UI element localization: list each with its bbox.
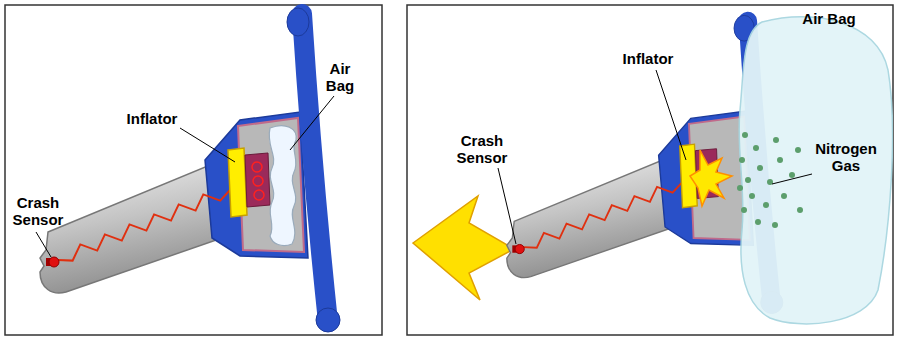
explosion-burst	[690, 150, 732, 206]
leader-line	[36, 232, 51, 257]
part-label: Crash Sensor	[6, 194, 70, 228]
leader-line	[772, 174, 812, 184]
leader-line	[290, 96, 334, 150]
leader-line	[498, 168, 516, 244]
leader-line	[656, 70, 686, 160]
folded-air-bag	[269, 126, 296, 246]
impact-arrow	[413, 196, 514, 300]
part-label: Air Bag	[786, 10, 872, 27]
propellant-pellet	[254, 190, 264, 200]
part-label: Inflator	[612, 50, 684, 67]
inflated-air-bag	[739, 17, 892, 324]
propellant-pellet	[253, 176, 263, 186]
panel-frame	[5, 5, 382, 335]
part-label: Crash Sensor	[450, 132, 514, 166]
panel-frame	[407, 5, 893, 335]
leader-line	[180, 128, 235, 162]
propellant-pellet	[252, 162, 262, 172]
part-label: Inflator	[116, 110, 188, 127]
part-label: Air Bag	[320, 60, 360, 94]
steering-assembly	[40, 8, 340, 332]
gas-particles	[737, 132, 803, 228]
part-label: Nitrogen Gas	[806, 140, 886, 174]
